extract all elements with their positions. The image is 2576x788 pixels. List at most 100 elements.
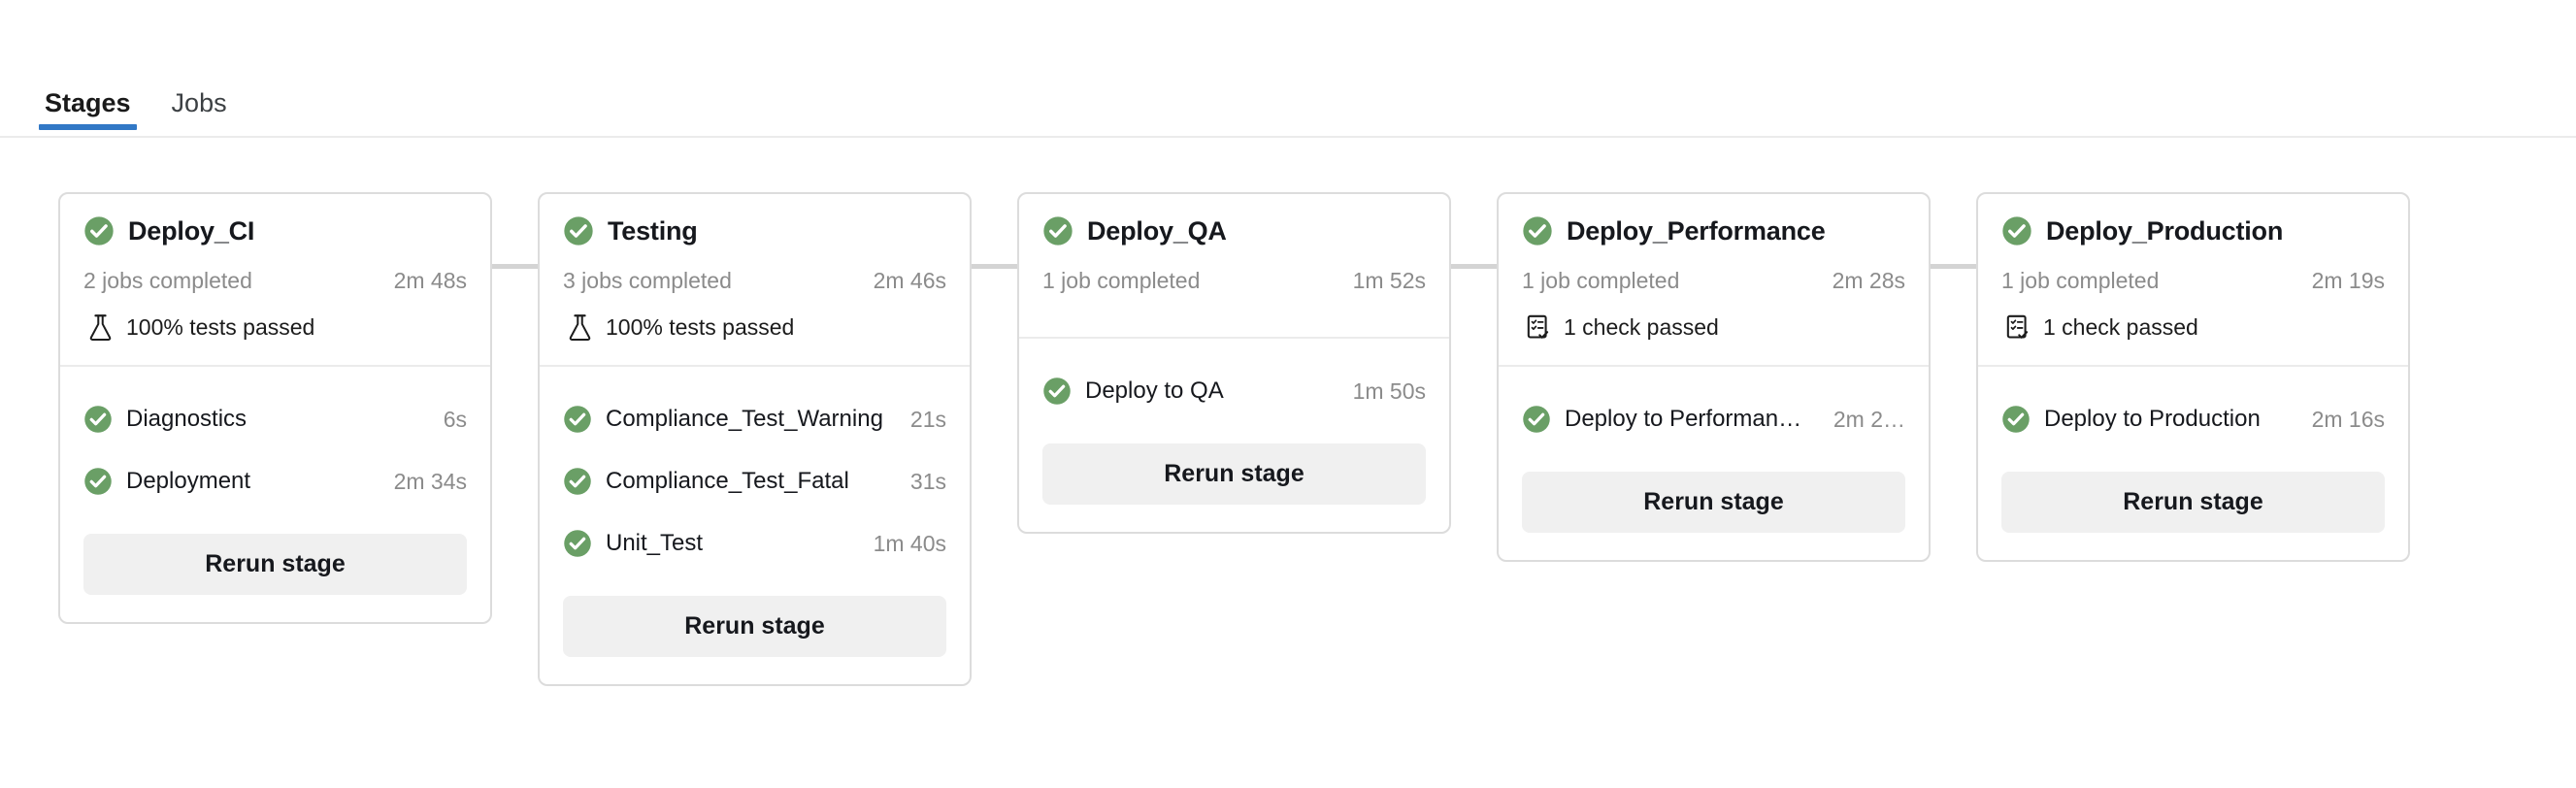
tab-stages[interactable]: Stages: [35, 90, 141, 136]
stage-title-row: Deploy_QA: [1042, 215, 1426, 246]
checklist-icon: [2005, 313, 2031, 342]
stage-job-list: Deploy to Performan… 2m 2…: [1499, 367, 1929, 450]
stage-card[interactable]: Deploy_Production 1 job completed 2m 19s 1 …: [1976, 192, 2410, 562]
rerun-button-container: Rerun stage: [1978, 450, 2408, 560]
stage-connector-line: [1931, 264, 1976, 269]
stage-jobs-summary: 3 jobs completed: [563, 268, 732, 293]
job-duration: 6s: [443, 406, 467, 432]
pipeline-stages-container: Deploy_CI 2 jobs completed 2m 48s 100% test…: [0, 138, 2576, 686]
check-circle-icon: [83, 405, 113, 434]
job-name: Unit_Test: [606, 530, 704, 556]
stage-card-header: Deploy_Production 1 job completed 2m 19s 1 …: [1978, 194, 2408, 367]
job-row[interactable]: Compliance_Test_Fatal 31s: [563, 450, 946, 512]
tab-jobs[interactable]: Jobs: [162, 90, 237, 136]
stage-summary-row: 100% tests passed: [563, 313, 946, 342]
job-duration: 2m 2…: [1833, 406, 1905, 432]
rerun-button-container: Rerun stage: [1019, 422, 1449, 532]
rerun-stage-button[interactable]: Rerun stage: [83, 534, 467, 595]
job-name: Compliance_Test_Warning: [606, 406, 883, 432]
stage-title: Deploy_Performance: [1567, 215, 1826, 246]
stage-jobs-summary: 1 job completed: [1042, 268, 1201, 293]
job-row[interactable]: Deploy to Performan… 2m 2…: [1522, 388, 1905, 450]
stage-card[interactable]: Testing 3 jobs completed 2m 46s 100% tests …: [538, 192, 972, 686]
stage-duration: 2m 46s: [873, 268, 946, 293]
stage-summary-text: 100% tests passed: [126, 314, 315, 340]
check-circle-icon: [83, 215, 115, 246]
check-circle-icon: [83, 467, 113, 496]
stage-card-header: Testing 3 jobs completed 2m 46s 100% tests …: [540, 194, 970, 367]
stage-job-list: Deploy to QA 1m 50s: [1019, 339, 1449, 422]
stage-jobs-summary: 2 jobs completed: [83, 268, 252, 293]
flask-icon: [567, 313, 593, 342]
job-row[interactable]: Unit_Test 1m 40s: [563, 512, 946, 575]
rerun-button-container: Rerun stage: [1499, 450, 1929, 560]
stage-card[interactable]: Deploy_CI 2 jobs completed 2m 48s 100% test…: [58, 192, 492, 624]
rerun-button-container: Rerun stage: [60, 512, 490, 622]
stage-card-wrapper: Testing 3 jobs completed 2m 46s 100% tests …: [538, 192, 972, 686]
job-duration: 21s: [909, 406, 946, 432]
check-circle-icon: [563, 405, 592, 434]
stage-duration: 2m 28s: [1832, 268, 1905, 293]
stage-title: Deploy_CI: [128, 215, 255, 246]
job-duration: 2m 34s: [393, 468, 467, 494]
stage-card-wrapper: Deploy_CI 2 jobs completed 2m 48s 100% test…: [58, 192, 492, 624]
rerun-button-container: Rerun stage: [540, 575, 970, 684]
tab-bar: Stages Jobs: [0, 0, 2576, 138]
stage-summary-row: 100% tests passed: [83, 313, 467, 342]
job-duration: 31s: [909, 468, 946, 494]
stage-card-header: Deploy_CI 2 jobs completed 2m 48s 100% test…: [60, 194, 490, 367]
job-name: Compliance_Test_Fatal: [606, 468, 849, 494]
stage-connector-line: [492, 264, 538, 269]
check-circle-icon: [1522, 405, 1551, 434]
check-circle-icon: [2001, 405, 2031, 434]
job-name: Deploy to QA: [1085, 378, 1224, 404]
check-circle-icon: [563, 529, 592, 558]
stage-summary-text: 1 check passed: [2043, 314, 2198, 340]
rerun-stage-button[interactable]: Rerun stage: [2001, 472, 2385, 533]
stage-title-row: Deploy_Production: [2001, 215, 2385, 246]
job-duration: 1m 40s: [873, 530, 946, 556]
check-circle-icon: [1042, 377, 1072, 406]
stage-jobs-summary: 1 job completed: [2001, 268, 2160, 293]
job-row[interactable]: Compliance_Test_Warning 21s: [563, 388, 946, 450]
checklist-icon: [1526, 313, 1551, 342]
stage-duration: 2m 19s: [2311, 268, 2385, 293]
stage-meta-row: 3 jobs completed 2m 46s: [563, 268, 946, 294]
check-circle-icon: [1042, 215, 1073, 246]
job-duration: 2m 16s: [2311, 406, 2385, 432]
flask-icon: [87, 313, 114, 342]
stage-connector-line: [972, 264, 1017, 269]
check-circle-icon: [1522, 215, 1553, 246]
stage-connector-line: [1451, 264, 1497, 269]
stage-summary-text: 100% tests passed: [606, 314, 795, 340]
rerun-stage-button[interactable]: Rerun stage: [1042, 443, 1426, 505]
stage-title-row: Testing: [563, 215, 946, 246]
check-circle-icon: [2001, 215, 2032, 246]
stage-summary-text: 1 check passed: [1564, 314, 1719, 340]
job-name: Deploy to Performan…: [1565, 406, 1802, 432]
job-row[interactable]: Deploy to QA 1m 50s: [1042, 360, 1426, 422]
check-circle-icon: [563, 215, 594, 246]
stage-duration: 2m 48s: [393, 268, 467, 293]
rerun-stage-button[interactable]: Rerun stage: [1522, 472, 1905, 533]
stage-title-row: Deploy_Performance: [1522, 215, 1905, 246]
stage-jobs-summary: 1 job completed: [1522, 268, 1680, 293]
stage-title: Testing: [608, 215, 698, 246]
stage-summary-row: 1 check passed: [1522, 313, 1905, 342]
stage-meta-row: 1 job completed 2m 28s: [1522, 268, 1905, 294]
tab-stages-label: Stages: [45, 88, 131, 117]
stage-title: Deploy_QA: [1087, 215, 1227, 246]
rerun-stage-button[interactable]: Rerun stage: [563, 596, 946, 657]
job-duration: 1m 50s: [1352, 378, 1426, 404]
